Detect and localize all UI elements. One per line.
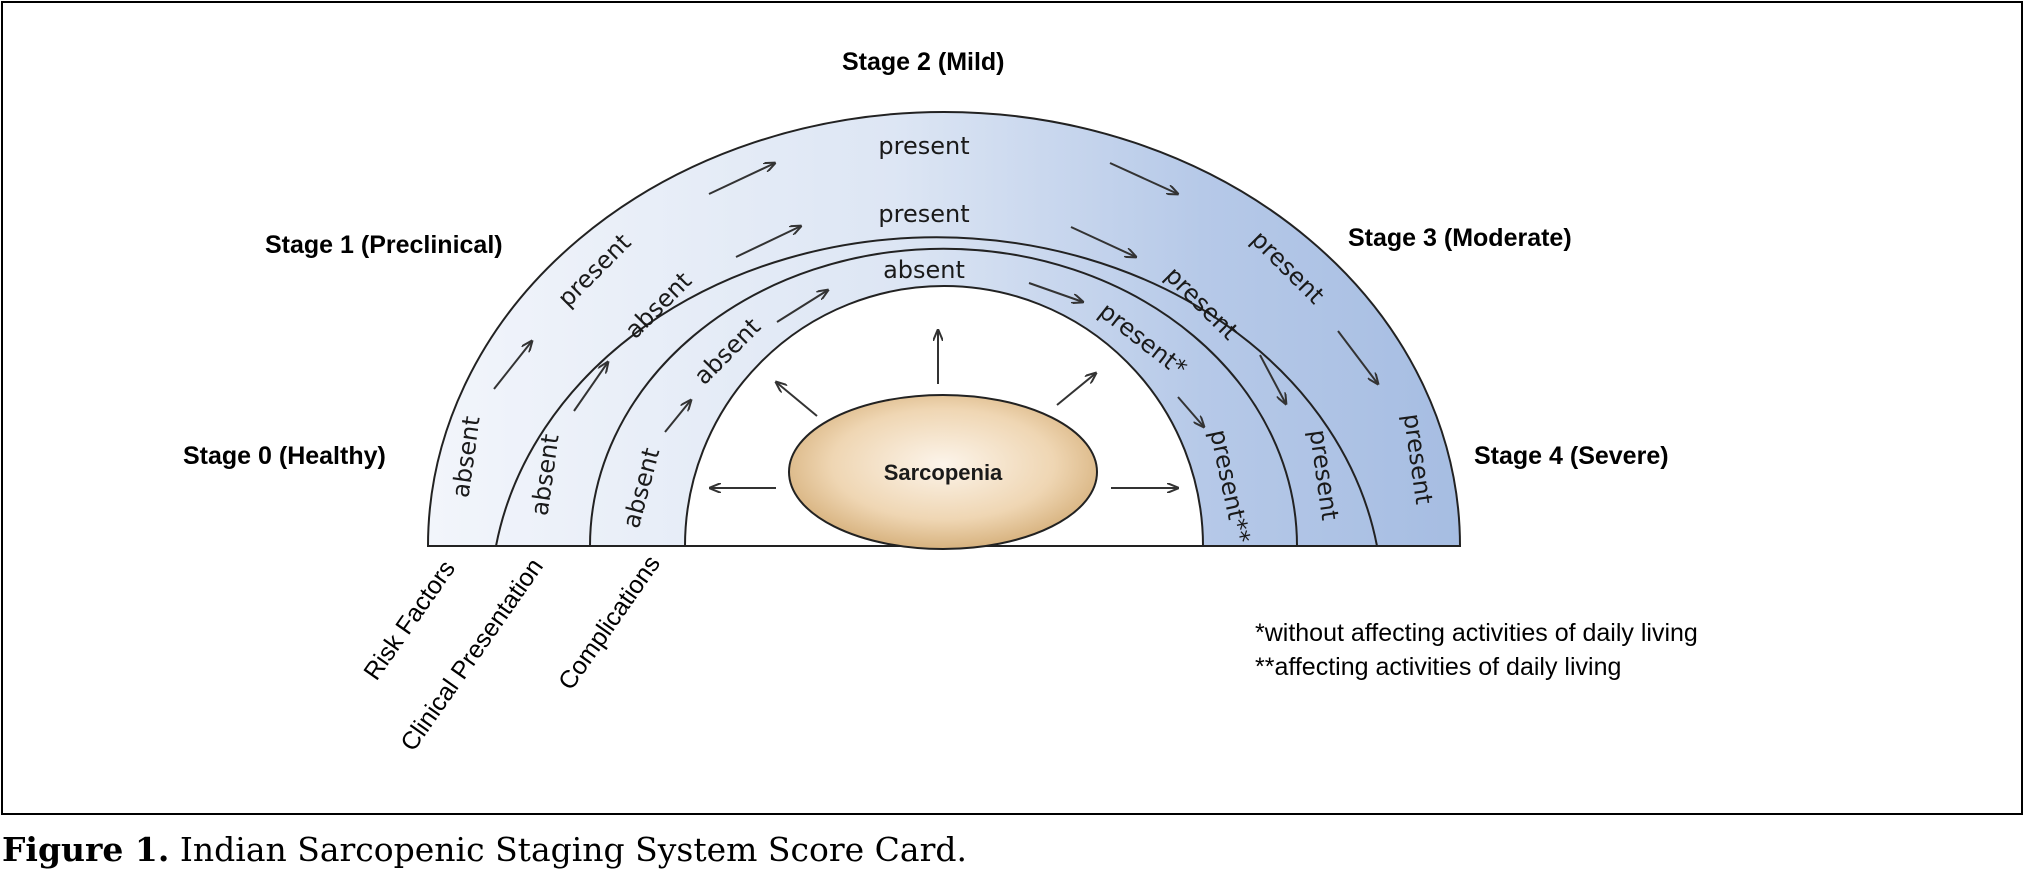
inner-arrow-1-2 <box>776 290 828 323</box>
figure-caption: Figure 1. Indian Sarcopenic Staging Syst… <box>2 830 967 869</box>
band-area <box>426 111 1462 547</box>
sarcopenia-label: Sarcopenia <box>884 460 1003 485</box>
middle-arrow-0-1 <box>573 362 608 412</box>
stage-3-label: Stage 3 (Moderate) <box>1348 224 1572 252</box>
middle-arrow-2-3 <box>1070 226 1136 257</box>
sarcopenia-ellipse <box>788 394 1098 550</box>
stage-2-label: Stage 2 (Mild) <box>842 48 1005 76</box>
outer-arrow-1-2 <box>708 163 775 195</box>
band-divider-middle <box>589 247 1298 547</box>
caption-label: Figure 1. <box>2 830 170 869</box>
band-divider-outer <box>495 236 1378 547</box>
outer-arrow-3-4 <box>1337 330 1378 384</box>
outer-arrow-2-3 <box>1109 162 1178 194</box>
inner-arrow-2-3 <box>1028 282 1083 302</box>
inner-arrow-0-1 <box>664 400 691 433</box>
outer-arrow-0-1 <box>493 341 532 390</box>
center-arrow-upleft <box>776 382 818 417</box>
inner-band-stage2: absent <box>883 256 965 284</box>
inner-arrow-3-4 <box>1177 396 1204 427</box>
stage-1-label: Stage 1 (Preclinical) <box>265 231 503 259</box>
middle-band-stage2: present <box>878 200 969 228</box>
center-arrow-upright <box>1056 373 1096 406</box>
outer-band-stage2: present <box>878 132 969 160</box>
middle-arrow-3-4 <box>1259 354 1286 404</box>
stage-4-label: Stage 4 (Severe) <box>1474 442 1669 470</box>
footnote-double-asterisk: **affecting activities of daily living <box>1255 653 1621 681</box>
footnote-single-asterisk: *without affecting activities of daily l… <box>1255 619 1698 647</box>
stage-0-label: Stage 0 (Healthy) <box>183 442 386 470</box>
layer-label-risk-factors: Risk Factors <box>358 555 461 685</box>
layer-label-complications: Complications <box>553 550 666 695</box>
caption-text: Indian Sarcopenic Staging System Score C… <box>169 830 967 869</box>
middle-arrow-1-2 <box>735 226 801 258</box>
